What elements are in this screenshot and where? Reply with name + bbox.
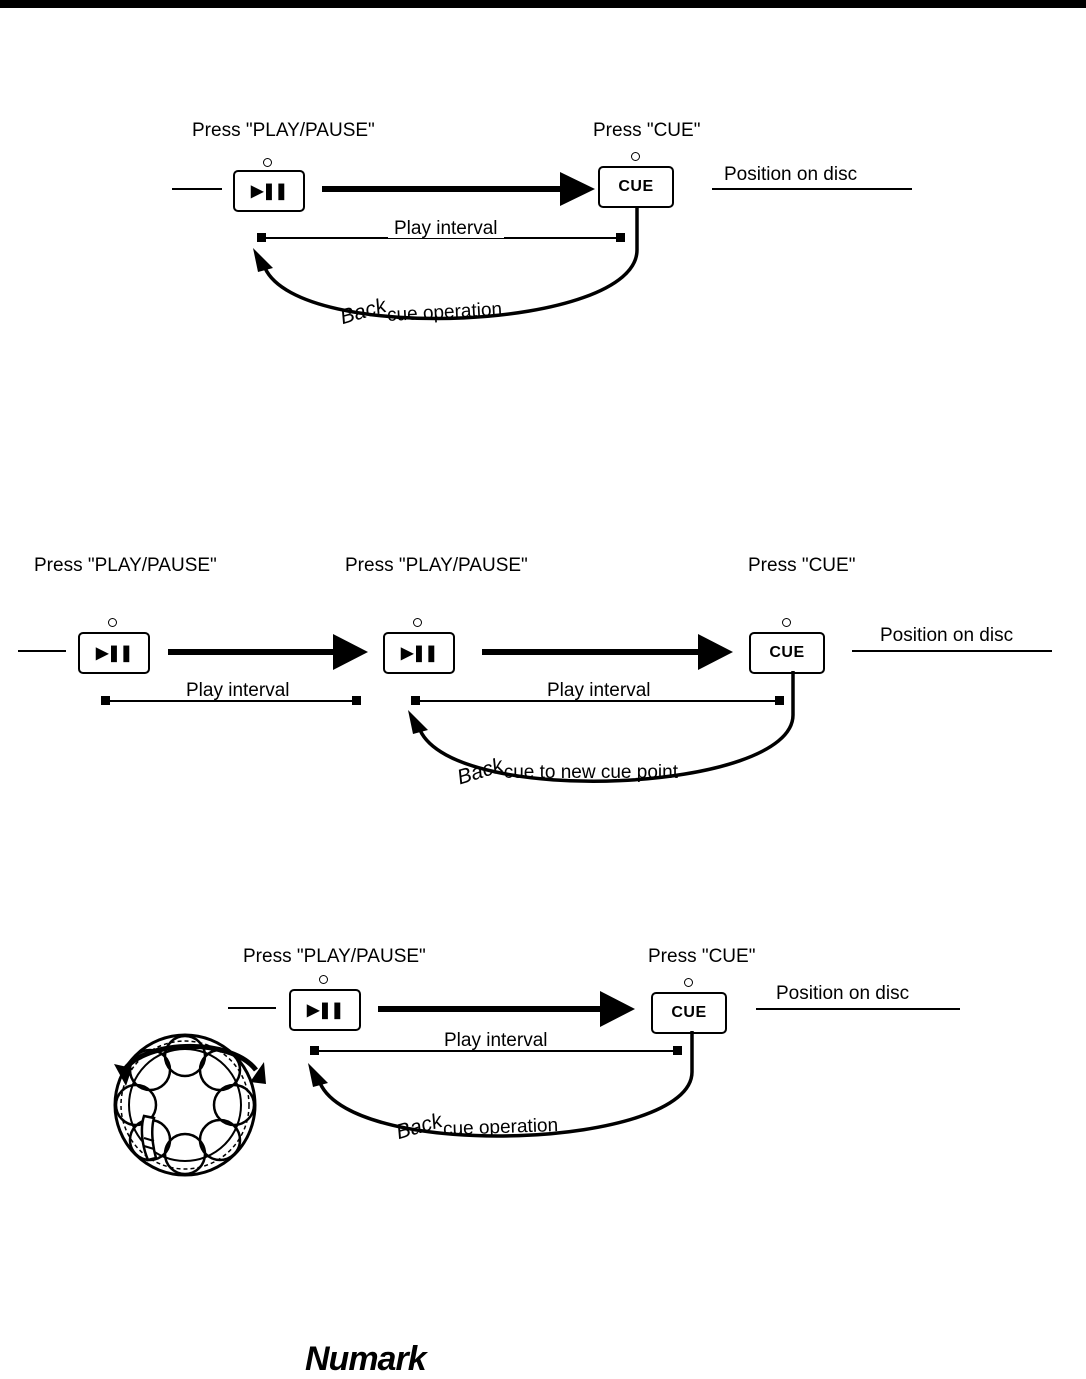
diagram-1-back-cue-text: cue operation	[386, 299, 503, 326]
diagram-2-back-cue-label: Back cue to new cue point	[455, 754, 678, 790]
play-pause-icon: ▶❚❚	[306, 1002, 344, 1019]
diagram-2-cue-button[interactable]: CUE	[749, 632, 825, 674]
diagram-1-interval-end-marker	[616, 233, 625, 242]
diagram-1: Press "PLAY/PAUSE" Press "CUE" ▶❚❚ CUE P…	[0, 0, 1086, 380]
diagram-3-interval-end-marker	[673, 1046, 682, 1055]
diagram-2-play-pause-1-led-icon	[108, 618, 117, 627]
diagram-2-back-cue-text: cue to new cue point	[503, 762, 678, 783]
diagram-2-play-pause-1-label: Press "PLAY/PAUSE"	[34, 555, 217, 576]
diagram-1-cue-label: Press "CUE"	[593, 120, 701, 141]
diagram-2-play-pause-2-label: Press "PLAY/PAUSE"	[345, 555, 528, 576]
diagram-1-play-interval-label: Play interval	[388, 219, 504, 238]
diagram-3-play-interval-line	[314, 1050, 676, 1052]
diagram-2-interval1-end-marker	[352, 696, 361, 705]
diagram-1-play-pause-label: Press "PLAY/PAUSE"	[192, 120, 375, 141]
cue-icon: CUE	[618, 178, 654, 195]
diagram-2-lead-line	[18, 650, 66, 652]
diagram-2-play-interval-2-line	[415, 700, 778, 702]
diagram-1-play-interval-line	[261, 237, 619, 239]
page-top-rule	[0, 0, 1086, 8]
diagram-2-play-interval-1-line	[105, 700, 355, 702]
diagram-3-position-on-disc-line	[756, 1008, 960, 1010]
diagram-2-back-cue-curve	[408, 671, 795, 783]
diagram-2-play-pause-1-button[interactable]: ▶❚❚	[78, 632, 150, 674]
diagram-2-play-pause-2-button[interactable]: ▶❚❚	[383, 632, 455, 674]
diagram-1-back-cue-curve	[253, 207, 639, 321]
diagram-3-cue-button[interactable]: CUE	[651, 992, 727, 1034]
diagram-3-back-cue-curve	[308, 1031, 694, 1138]
diagram-2-flow-arrows	[168, 634, 733, 670]
diagram-3-cue-label: Press "CUE"	[648, 946, 756, 967]
diagram-3-cue-led-icon	[684, 978, 693, 987]
diagram-2-interval2-end-marker	[775, 696, 784, 705]
diagram-2-cue-led-icon	[782, 618, 791, 627]
diagram-2-play-interval-1-label: Play interval	[180, 681, 296, 700]
diagram-3-back-cue-label: Back cue operation	[394, 1109, 559, 1144]
diagram-3-play-pause-label: Press "PLAY/PAUSE"	[243, 946, 426, 967]
cue-icon: CUE	[769, 644, 805, 661]
diagram-3-play-pause-led-icon	[319, 975, 328, 984]
diagram-2-cue-label: Press "CUE"	[748, 555, 856, 576]
diagram-3-position-on-disc-label: Position on disc	[776, 983, 910, 1004]
cue-icon: CUE	[671, 1004, 707, 1021]
diagram-3-play-interval-label: Play interval	[438, 1031, 554, 1050]
diagram-2-position-on-disc-label: Position on disc	[880, 625, 1014, 646]
diagram-2-play-pause-2-led-icon	[413, 618, 422, 627]
diagram-1-cue-led-icon	[631, 152, 640, 161]
diagram-1-play-pause-button[interactable]: ▶❚❚	[233, 170, 305, 212]
brand-logo: Numark	[305, 1340, 427, 1378]
diagram-3: Press "PLAY/PAUSE" Press "CUE" ▶❚❚ CUE P…	[0, 890, 1086, 1230]
diagram-2-position-on-disc-line	[852, 650, 1052, 652]
diagram-1-back-cue-label: Back cue operation	[338, 294, 503, 329]
play-pause-icon: ▶❚❚	[95, 645, 133, 662]
diagram-3-play-pause-button[interactable]: ▶❚❚	[289, 989, 361, 1031]
diagram-3-back-cue-text: cue operation	[442, 1114, 559, 1141]
diagram-1-cue-button[interactable]: CUE	[598, 166, 674, 208]
diagram-2: Press "PLAY/PAUSE" Press "PLAY/PAUSE" Pr…	[0, 430, 1086, 850]
play-pause-icon: ▶❚❚	[400, 645, 438, 662]
diagram-1-flow-arrow	[322, 172, 595, 206]
diagram-1-play-pause-led-icon	[263, 158, 272, 167]
play-pause-icon: ▶❚❚	[250, 183, 288, 200]
diagram-3-lead-line	[228, 1007, 276, 1009]
diagram-3-flow-arrow	[378, 991, 635, 1027]
diagram-1-position-on-disc-label: Position on disc	[724, 164, 858, 185]
diagram-2-play-interval-2-label: Play interval	[541, 681, 657, 700]
diagram-1-lead-line	[172, 188, 222, 190]
turntable-platter-icon	[113, 1033, 266, 1177]
diagram-1-position-on-disc-line	[712, 188, 912, 190]
